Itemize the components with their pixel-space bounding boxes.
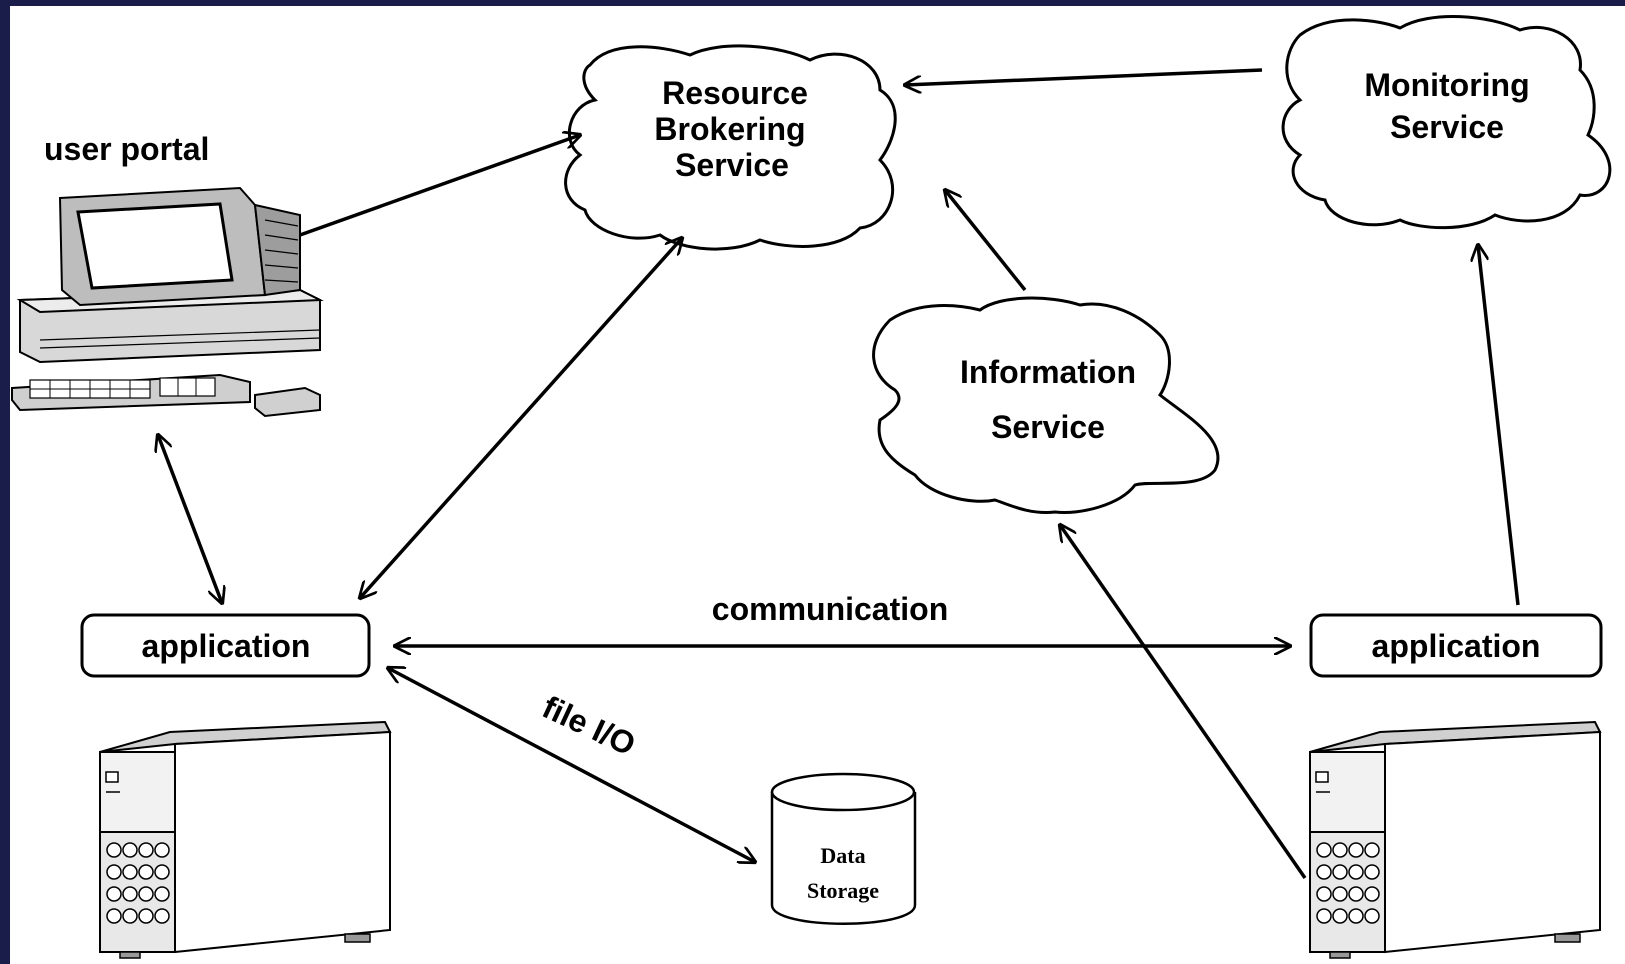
desktop-computer-icon xyxy=(11,186,324,418)
application-right-label: application xyxy=(1372,628,1541,664)
arrow-file-io xyxy=(388,668,755,862)
monitoring-label-2: Service xyxy=(1390,109,1504,145)
database-cylinder-icon xyxy=(770,772,917,925)
application-box-left xyxy=(80,613,371,678)
resource-brokering-label-1: Resource xyxy=(662,75,808,111)
data-storage-label-2: Storage xyxy=(807,878,879,903)
application-left-label: application xyxy=(142,628,311,664)
arrow-monitoring-to-broker xyxy=(905,68,1263,85)
arrow-server-right-to-information xyxy=(1060,525,1307,879)
arrow-app-left-broker xyxy=(360,238,682,598)
information-label-1: Information xyxy=(960,354,1136,390)
information-label-2: Service xyxy=(991,409,1105,445)
resource-brokering-cloud xyxy=(564,44,897,251)
application-box-right xyxy=(1309,613,1603,678)
arrow-app-right-to-monitoring xyxy=(1478,245,1520,606)
resource-brokering-label-3: Service xyxy=(675,147,789,183)
information-cloud xyxy=(872,296,1220,515)
monitoring-label-1: Monitoring xyxy=(1364,67,1529,103)
arrow-information-to-broker xyxy=(945,190,1027,292)
server-tower-icon-left xyxy=(99,721,391,959)
server-tower-icon-right xyxy=(1309,721,1601,959)
data-storage-label-1: Data xyxy=(820,843,865,868)
arrow-portal-to-broker xyxy=(299,135,580,237)
resource-brokering-label-2: Brokering xyxy=(654,111,805,147)
monitoring-cloud xyxy=(1281,15,1612,230)
arrow-portal-app-left xyxy=(158,435,222,603)
user-portal-label: user portal xyxy=(44,131,209,167)
communication-label: communication xyxy=(712,591,948,627)
